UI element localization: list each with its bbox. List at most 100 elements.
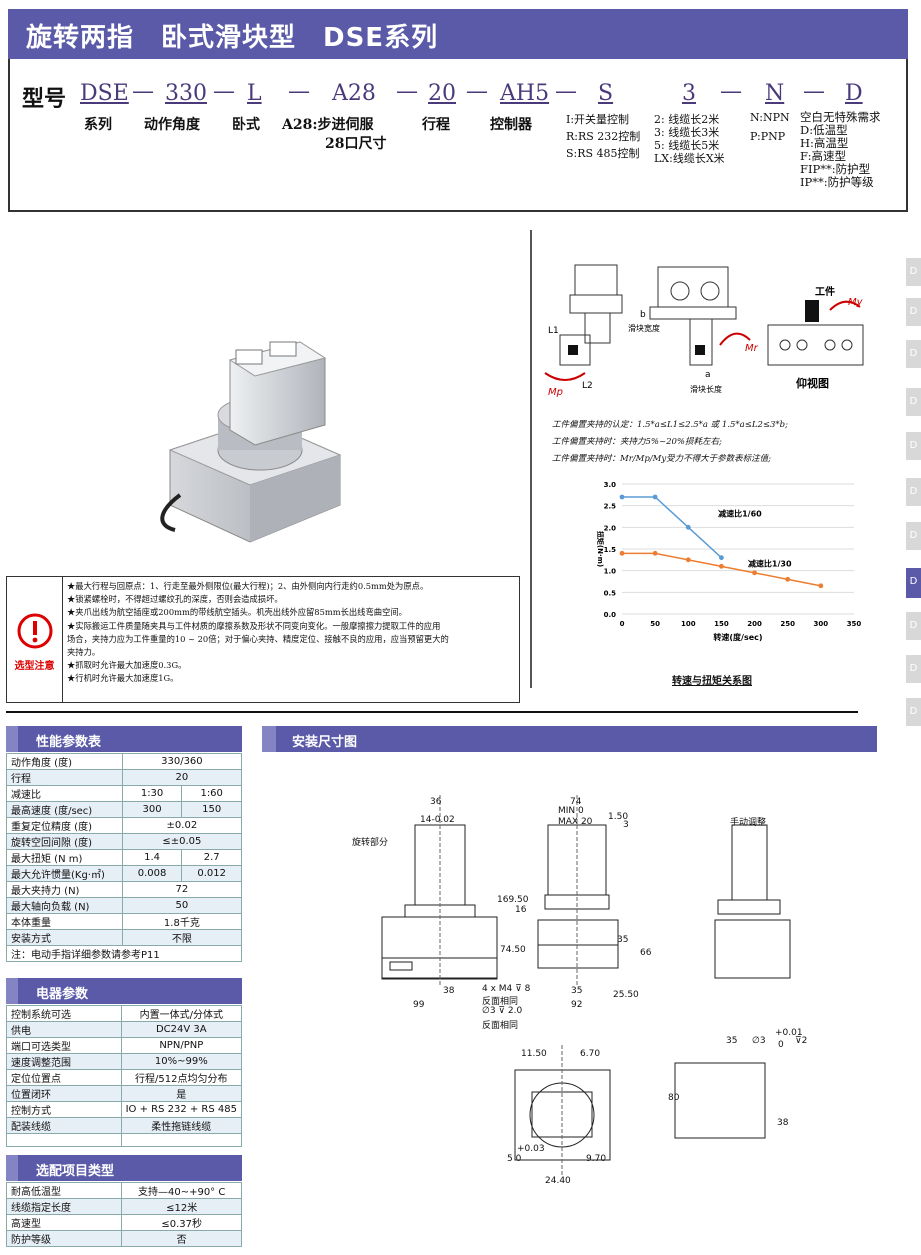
side-tab[interactable]: D	[906, 298, 921, 326]
notice-label-cell: 选型注意	[7, 577, 63, 702]
workpiece-label: 工件	[815, 285, 835, 298]
chart-series-line	[622, 496, 722, 559]
mounting-heading: 安装尺寸图	[262, 726, 877, 752]
notice-line: ★夹爪出线为航空插座或200mm的带线航空插头。机壳出线外应留85mm长出线弯曲…	[67, 607, 407, 618]
model-prefix: 型号	[22, 86, 67, 112]
dim: ⊽2	[795, 1036, 808, 1046]
dim: 0	[778, 1040, 784, 1050]
dim: +0.01	[775, 1028, 803, 1038]
table-row: 最大轴向负载 (N)50	[6, 897, 243, 914]
side-tab-active[interactable]: D	[906, 568, 921, 598]
dim: 1.50	[608, 812, 629, 822]
chart-y-tick-label: 3.0	[604, 481, 617, 489]
offset-note: 工件偏置夹持的认定：1.5*a≤L1≤2.5*a 或 1.5*a≤L2≤3*b;	[552, 420, 788, 430]
model-code-box: 型号 DSE — 330 — L — A28 — 20 — AH5 — S 3 …	[8, 59, 908, 212]
dim: 74.50	[500, 945, 526, 955]
model-dash: —	[396, 79, 418, 104]
dim: 11.50	[521, 1049, 547, 1059]
side-tab[interactable]: D	[906, 522, 921, 550]
dim: 反面相同	[482, 997, 519, 1007]
performance-footnote: 注：电动手指详细参数请参考P11	[6, 945, 242, 962]
model-part-controller: AH5	[500, 81, 550, 106]
chart-point	[619, 550, 625, 556]
chart-point	[818, 583, 824, 589]
side-tab[interactable]: D	[906, 388, 921, 416]
table-row: 线缆指定长度≤12米	[5, 1198, 242, 1215]
model-part-stroke: 20	[428, 81, 456, 106]
options-table: 耐高低温型支持—40~+90° C 线缆指定长度≤12米 高速型≤0.37秒 防…	[5, 1182, 242, 1247]
dim: 14-0.02	[420, 815, 455, 825]
model-dash: —	[213, 79, 235, 104]
side-tab[interactable]: D	[906, 612, 921, 640]
table-row: 定位位置点行程/512点均匀分布	[6, 1069, 243, 1086]
mr-label: Mr	[745, 343, 759, 354]
model-dash: —	[288, 79, 310, 104]
table-row: 配装线缆柔性拖链线缆	[6, 1117, 243, 1134]
notice-line: ★行机时允许最大加速度1G。	[67, 673, 179, 684]
dim: 25.50	[613, 990, 639, 1000]
side-tab[interactable]: D	[906, 340, 921, 368]
chart-point	[685, 524, 691, 530]
label-controller: 控制器	[490, 117, 532, 133]
label-mount: 卧式	[232, 117, 260, 133]
performance-heading: 性能参数表	[6, 726, 242, 752]
dim: ∅3 ⊽ 2.0	[482, 1006, 523, 1016]
table-row: 控制系统可选内置一体式/分体式	[6, 1005, 243, 1022]
model-dash: —	[720, 79, 742, 104]
chart-x-tick-label: 200	[747, 620, 762, 628]
offset-note: 工件偏置夹持时：夹持力5%~20%损耗左右;	[552, 437, 722, 447]
chart-series-label: 减速比1/60	[718, 509, 762, 519]
model-part-series: DSE	[80, 81, 129, 106]
side-tab[interactable]: D	[906, 258, 921, 286]
dim: 92	[571, 1000, 583, 1010]
dim-label-slider-length: 滑块长度	[690, 384, 722, 394]
electrical-heading: 电器参数	[6, 978, 242, 1004]
table-row	[6, 1133, 243, 1147]
side-tab[interactable]: D	[906, 698, 921, 726]
dim: 66	[640, 948, 652, 958]
chart-y-tick-label: 1.5	[604, 546, 617, 554]
mounting-drawing	[381, 795, 791, 1175]
chart-x-tick-label: 50	[650, 620, 660, 628]
options-heading: 选配项目类型	[6, 1155, 242, 1181]
table-row: 位置闭环是	[6, 1085, 243, 1102]
dim: 35	[617, 935, 629, 945]
dim: 35	[726, 1036, 738, 1046]
dim: 反面相同	[482, 1021, 519, 1031]
label-motor: A28:步进伺服	[282, 117, 374, 133]
chart-series-label: 减速比1/30	[748, 558, 792, 568]
chart-point	[652, 494, 658, 500]
chart-y-tick-label: 1.0	[604, 568, 617, 576]
chart-point	[652, 550, 658, 556]
selection-notice: 选型注意 ★最大行程与回原点：1、行走至最外侧限位(最大行程)；2、由外侧向内行…	[6, 576, 520, 703]
label-angle: 动作角度	[144, 117, 200, 133]
notice-line: ★抓取时允许最大加速度0.3G。	[67, 660, 187, 671]
label-series: 系列	[84, 117, 112, 133]
side-tab[interactable]: D	[906, 432, 921, 460]
notice-line: ★实际搬运工件质量随夹具与工件材质的摩擦系数及形状不同变向变化。一般摩擦擦力提取…	[67, 620, 441, 631]
chart-x-tick-label: 250	[780, 620, 795, 628]
chart-x-axis-label: 转速(度/sec)	[713, 632, 762, 642]
product-image	[160, 341, 342, 543]
dim: 24.40	[545, 1176, 571, 1186]
offset-note: 工件偏置夹持时：Mr/Mp/My受力不得大于参数表标注值;	[552, 454, 772, 464]
dim: 38	[443, 986, 455, 996]
chart-x-tick-label: 150	[714, 620, 729, 628]
dim: +0.03	[517, 1144, 545, 1154]
table-row: 高速型≤0.37秒	[5, 1214, 242, 1231]
column-divider	[530, 230, 532, 688]
side-tab[interactable]: D	[906, 655, 921, 683]
table-row: 防护等级否	[5, 1230, 242, 1247]
warning-icon	[17, 613, 52, 649]
side-tab[interactable]: D	[906, 478, 921, 506]
dim: 169.50	[497, 895, 529, 905]
chart-point	[685, 557, 691, 563]
